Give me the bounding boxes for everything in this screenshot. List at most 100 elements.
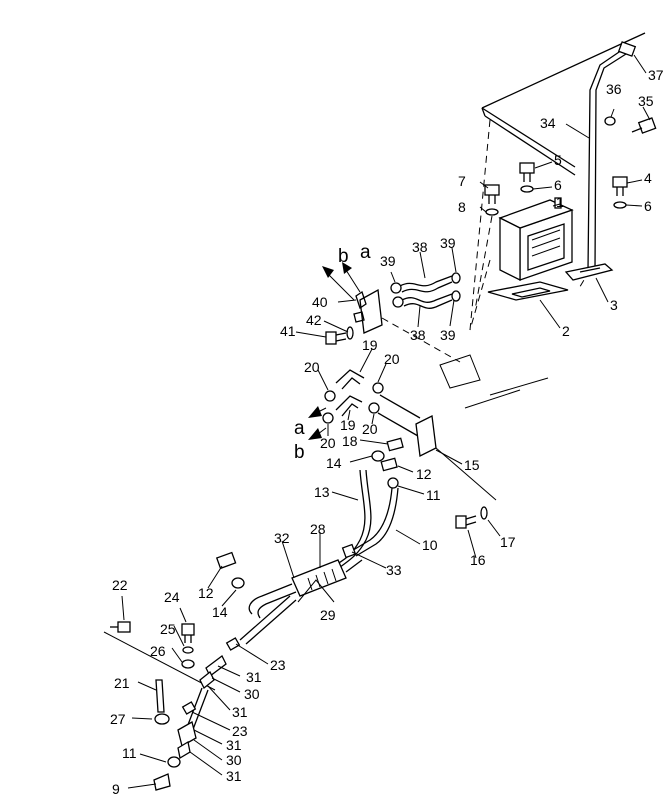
mark-b-top: b xyxy=(338,246,349,267)
callout-38-a: 38 xyxy=(412,239,428,255)
cab-frame-panel xyxy=(469,32,646,331)
hose-38-lower xyxy=(401,290,461,309)
coupling-30-upper xyxy=(199,655,227,690)
callout-23-a: 23 xyxy=(270,657,286,673)
fitting-18 xyxy=(386,437,404,452)
callout-10: 10 xyxy=(422,537,438,553)
elbow-hose-19-upper xyxy=(335,369,365,390)
callout-31-b: 31 xyxy=(232,704,248,720)
callout-16: 16 xyxy=(470,552,486,568)
rod-assembly xyxy=(577,41,637,291)
callout-18: 18 xyxy=(342,433,358,449)
callout-38-b: 38 xyxy=(410,327,426,343)
callout-27: 27 xyxy=(110,711,126,727)
bolt-16 xyxy=(455,515,477,529)
hose-38-upper xyxy=(399,272,461,293)
base-plate xyxy=(487,281,569,301)
controller-box xyxy=(498,197,574,282)
bolt-41 xyxy=(325,331,347,345)
callout-labels: 37 36 35 34 5 7 6 1 4 6 8 39 38 39 40 42… xyxy=(110,67,664,795)
bracket-21 xyxy=(155,679,165,713)
connection-marks: b a a b xyxy=(294,242,371,463)
callout-3: 3 xyxy=(610,297,618,313)
clamp-11-lower xyxy=(167,756,181,768)
bolt-22 xyxy=(110,621,131,633)
connector-23-upper xyxy=(225,637,241,651)
callout-42: 42 xyxy=(306,312,322,328)
callout-13: 13 xyxy=(314,484,330,500)
fitting-12-lower xyxy=(215,551,237,570)
elbow-hose-19-lower xyxy=(335,395,363,417)
callout-40: 40 xyxy=(312,294,328,310)
arrow-b-top xyxy=(322,266,355,301)
callout-5: 5 xyxy=(554,152,562,168)
clamps-20 xyxy=(322,382,384,424)
mark-a-mid: a xyxy=(294,418,305,439)
callout-33: 33 xyxy=(386,562,402,578)
callout-12-a: 12 xyxy=(416,466,432,482)
valve-block-15 xyxy=(415,415,437,457)
callout-41: 41 xyxy=(280,323,296,339)
callout-19-a: 19 xyxy=(362,337,378,353)
fitting-14-upper xyxy=(371,450,385,462)
arrow-a-top xyxy=(342,262,361,293)
callout-39-b: 39 xyxy=(440,235,456,251)
callout-25: 25 xyxy=(160,621,176,637)
callout-32: 32 xyxy=(274,530,290,546)
fitting-14-lower xyxy=(231,577,245,589)
fitting-11-upper xyxy=(387,477,399,489)
callout-34: 34 xyxy=(540,115,556,131)
callout-36: 36 xyxy=(606,81,622,97)
callout-4: 4 xyxy=(644,170,652,186)
connector-23-lower xyxy=(181,701,197,715)
callout-24: 24 xyxy=(164,589,180,605)
callout-20-c: 20 xyxy=(362,421,378,437)
callout-17: 17 xyxy=(500,534,516,550)
washer-26 xyxy=(181,659,195,669)
callout-37: 37 xyxy=(648,67,664,83)
callout-29: 29 xyxy=(320,607,336,623)
callout-39-c: 39 xyxy=(440,327,456,343)
leader-lines xyxy=(121,54,651,789)
nut-27 xyxy=(154,713,170,725)
callout-21: 21 xyxy=(114,675,130,691)
cap-9 xyxy=(153,773,171,791)
clamp-33 xyxy=(341,543,357,559)
washer-42 xyxy=(346,326,354,340)
coupling-30-lower xyxy=(177,721,197,760)
mark-b-mid: b xyxy=(294,442,305,463)
fitting-12-upper xyxy=(380,457,398,472)
callout-39-a: 39 xyxy=(380,253,396,269)
callout-8: 8 xyxy=(458,199,466,215)
arrow-a-mid xyxy=(308,406,327,418)
callout-2: 2 xyxy=(562,323,570,339)
callout-28: 28 xyxy=(310,521,326,537)
callout-11-a: 11 xyxy=(426,487,441,503)
callout-1: 1 xyxy=(556,194,564,210)
callout-31-c: 31 xyxy=(226,737,242,753)
callout-6-b: 6 xyxy=(644,198,652,214)
bolt-24 xyxy=(181,623,195,643)
callout-35: 35 xyxy=(638,93,654,109)
washer-36 xyxy=(604,116,616,126)
callout-26: 26 xyxy=(150,643,166,659)
callout-31-d: 31 xyxy=(226,768,242,784)
side-plate xyxy=(564,263,614,281)
callout-31-a: 31 xyxy=(246,669,262,685)
bolt-7 xyxy=(474,184,500,311)
hose-32 xyxy=(248,583,297,619)
callout-19-b: 19 xyxy=(340,417,356,433)
bolt-4 xyxy=(612,176,628,209)
bolt-35 xyxy=(631,117,657,134)
mark-a-top: a xyxy=(360,242,371,263)
filter-28 xyxy=(291,559,347,597)
grommets-39 xyxy=(390,282,404,308)
callout-20-b: 20 xyxy=(384,351,400,367)
callout-23-b: 23 xyxy=(232,723,248,739)
bolt-5 xyxy=(519,162,535,193)
callout-12-b: 12 xyxy=(198,585,214,601)
callout-20-d: 20 xyxy=(320,435,336,451)
callout-14-b: 14 xyxy=(212,604,228,620)
bracket-40 xyxy=(353,288,383,334)
callout-9: 9 xyxy=(112,781,120,795)
